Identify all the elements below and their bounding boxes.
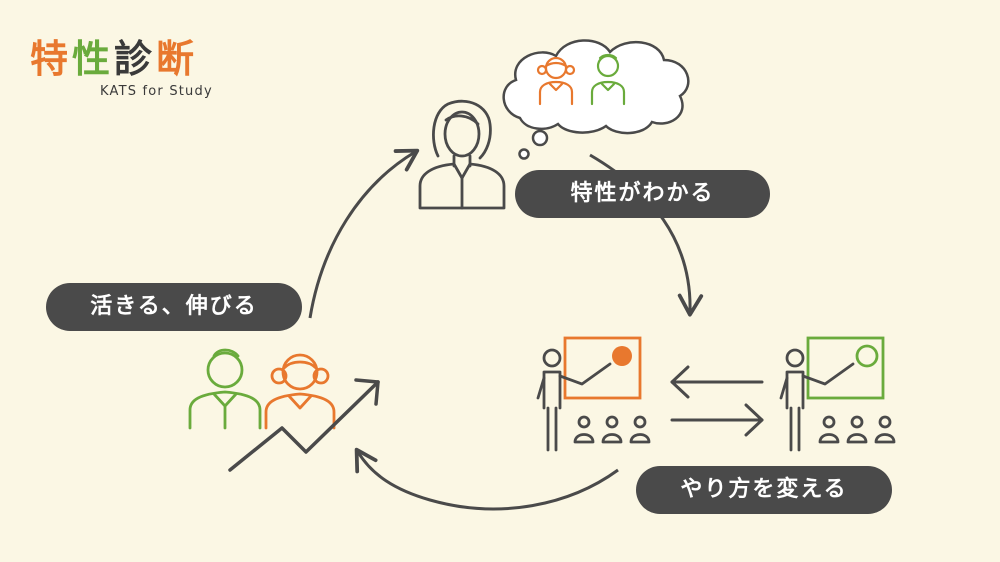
boy-icon xyxy=(188,348,262,430)
logo-char-1: 特 xyxy=(30,37,73,81)
teacher-icon xyxy=(418,99,506,210)
logo-subtitle: KATS for Study xyxy=(100,84,213,99)
step-change-method-label: やり方を変える xyxy=(636,466,892,514)
logo-char-4: 断 xyxy=(156,37,199,81)
classroom-icon-green xyxy=(779,336,896,452)
step-understand-label: 特性がわかる xyxy=(515,170,770,218)
exchange-arrows xyxy=(670,365,764,437)
girl-icon-small xyxy=(536,56,576,106)
cycle-arrow-left-up xyxy=(308,148,420,319)
growth-arrow-icon xyxy=(228,378,380,472)
logo-char-2: 性 xyxy=(72,37,115,81)
boy-icon-small xyxy=(590,53,626,106)
girl-icon xyxy=(264,353,336,430)
cycle-arrow-right-down xyxy=(589,153,704,317)
thought-bubble xyxy=(502,39,690,160)
logo-char-3: 診 xyxy=(114,37,157,81)
classroom-icon-orange xyxy=(536,336,651,452)
step-grow-label: 活きる、伸びる xyxy=(46,283,302,331)
cycle-arrow-bottom-left xyxy=(354,447,619,511)
logo-title: 特性診断 xyxy=(30,28,198,83)
